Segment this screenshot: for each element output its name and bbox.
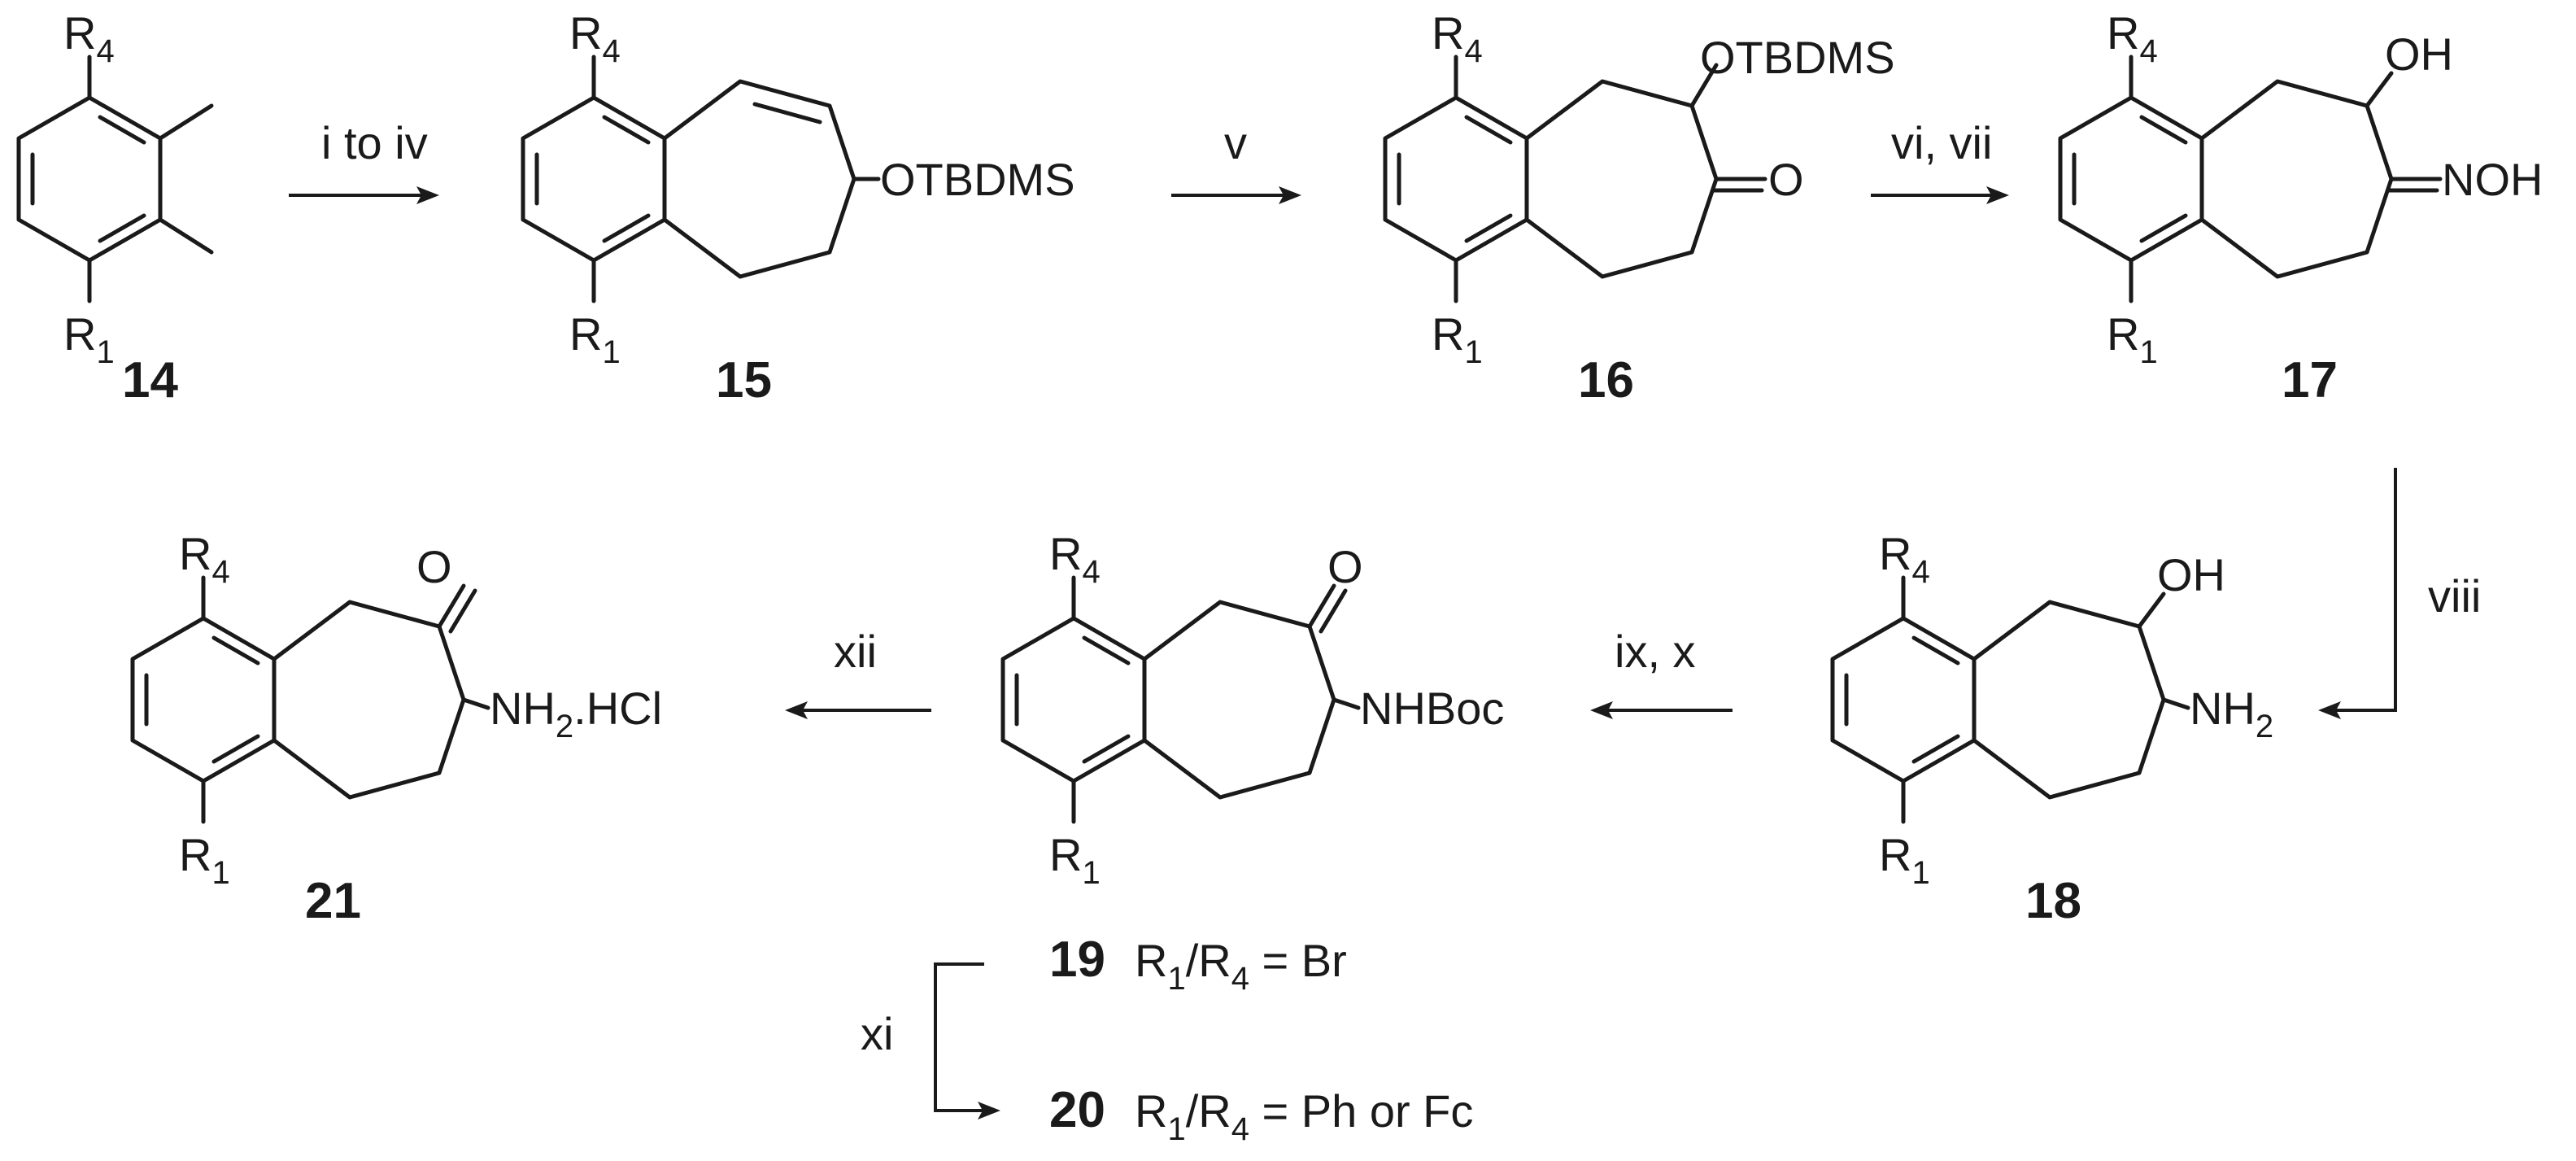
- compound-18: R4 R1 OH NH2 18: [1833, 528, 2273, 929]
- substituent-definition: R1/R4 = Ph or Fc: [1135, 1085, 1473, 1147]
- compound-number: 16: [1578, 352, 1634, 408]
- reagent-label: vi, vii: [1891, 117, 1992, 168]
- reagent-label: i to iv: [321, 117, 428, 168]
- carbonyl-o-label: O: [1327, 541, 1363, 592]
- amine-hcl-label: NH2.HCl: [490, 683, 662, 744]
- r4-label: R4: [2107, 7, 2158, 69]
- substituent-definition: R1/R4 = Br: [1135, 935, 1347, 997]
- compound-number: 21: [305, 873, 361, 929]
- compound-number: 17: [2282, 352, 2338, 408]
- r1-label: R1: [1049, 829, 1101, 891]
- hydroxyl-label: OH: [2385, 28, 2453, 80]
- reagent-label: xii: [834, 626, 877, 677]
- r1-label: R1: [1432, 308, 1483, 370]
- r4-label: R4: [1879, 528, 1930, 590]
- compound-15: R4 R1 OTBDMS 15: [523, 7, 1075, 408]
- hydroxyl-label: OH: [2157, 549, 2225, 600]
- r4-label: R4: [1432, 7, 1483, 69]
- r1-label: R1: [63, 308, 115, 370]
- otbdms-label: OTBDMS: [1700, 32, 1895, 83]
- compound-number: 14: [122, 352, 178, 408]
- reaction-arrow-6: xii: [785, 626, 931, 719]
- r1-label: R1: [1879, 829, 1930, 891]
- reaction-arrow-4: viii: [2318, 468, 2481, 719]
- reagent-label: xi: [861, 1008, 893, 1059]
- compound-19: R4 R1 O NHBoc: [1003, 528, 1504, 891]
- reaction-arrow-3: vi, vii: [1871, 117, 2009, 204]
- footnote-19: 19 R1/R4 = Br: [1049, 932, 1347, 997]
- reaction-arrow-5: ix, x: [1590, 626, 1733, 719]
- compound-number: 15: [716, 352, 772, 408]
- r4-label: R4: [1049, 528, 1101, 590]
- footnote-20: 20 R1/R4 = Ph or Fc: [1049, 1082, 1473, 1147]
- r4-label: R4: [63, 7, 115, 69]
- amine-label: NH2: [2190, 683, 2273, 744]
- compound-17: R4 R1 OH NOH 17: [2060, 7, 2543, 408]
- reagent-label: viii: [2428, 570, 2481, 622]
- compound-number: 20: [1049, 1082, 1105, 1138]
- substituent-label: OTBDMS: [880, 154, 1075, 205]
- compound-number: 18: [2025, 873, 2081, 929]
- r4-label: R4: [179, 528, 230, 590]
- reaction-arrow-1: i to iv: [289, 117, 439, 204]
- r4-label: R4: [569, 7, 621, 69]
- r1-label: R1: [179, 829, 230, 891]
- nhboc-label: NHBoc: [1360, 683, 1504, 734]
- r1-label: R1: [569, 308, 621, 370]
- oxime-label: NOH: [2442, 154, 2543, 205]
- reagent-label: ix, x: [1615, 626, 1696, 677]
- reaction-arrow-2: v: [1171, 117, 1301, 204]
- compound-number: 19: [1049, 932, 1105, 988]
- r1-label: R1: [2107, 308, 2158, 370]
- reagent-label: v: [1224, 117, 1247, 168]
- compound-21: R4 R1 O NH2.HCl 21: [133, 528, 662, 929]
- carbonyl-o-label: O: [1768, 154, 1804, 205]
- compound-14: R4 R1 14: [19, 7, 214, 408]
- compound-16: R4 R1 OTBDMS O 16: [1385, 7, 1895, 408]
- reaction-arrow-7: xi: [861, 962, 1000, 1120]
- carbonyl-o-label: O: [416, 541, 452, 592]
